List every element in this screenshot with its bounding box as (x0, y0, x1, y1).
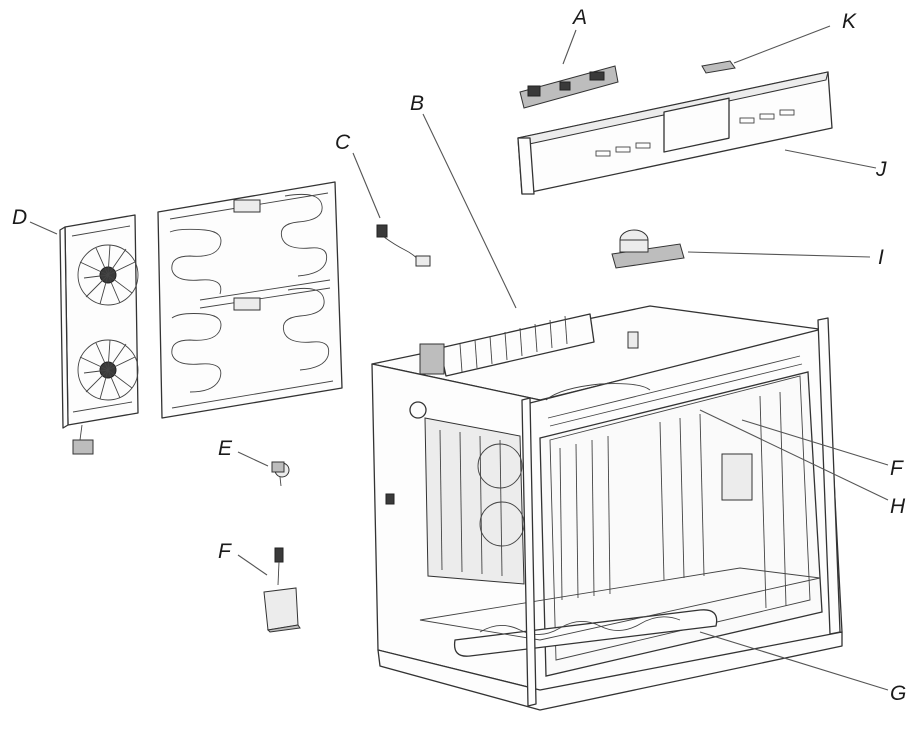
label-d: D (12, 206, 27, 229)
leader-h (699, 409, 889, 501)
part-k-small-board (701, 60, 736, 74)
part-c-wire-harness (376, 224, 431, 267)
fan-upper (77, 244, 139, 306)
part-i-cooling-motor (611, 229, 685, 269)
part-a-control-board (519, 65, 619, 109)
label-i: I (878, 246, 884, 269)
part-b-blower (419, 313, 639, 377)
label-a: A (571, 6, 587, 29)
leader-j (784, 149, 877, 169)
label-k: K (842, 10, 857, 33)
part-g-bake-element (453, 609, 718, 657)
leader-e (237, 451, 269, 467)
label-f-cavity: F (890, 457, 904, 480)
label-g: G (890, 682, 906, 705)
leader-b (422, 113, 517, 309)
leader-i (687, 251, 871, 258)
leader-c (352, 152, 381, 219)
part-e-sensor (271, 461, 290, 487)
part-h-broil-element (545, 355, 803, 427)
leader-g (699, 631, 889, 691)
fan-lower (77, 339, 139, 401)
label-e: E (218, 437, 233, 460)
callout-labels: A K B C D J I E F F H G (12, 6, 906, 705)
leader-f-small (237, 554, 268, 576)
leader-a (562, 29, 577, 65)
label-b: B (410, 92, 424, 115)
leader-f-cavity (741, 419, 889, 466)
part-f-relay-module (263, 547, 301, 633)
label-j: J (875, 158, 887, 181)
leader-lines (29, 25, 889, 691)
part-d-fan-assembly (59, 214, 139, 455)
leader-k (733, 25, 831, 64)
label-f-relay: F (218, 540, 232, 563)
rear-heating-element-panel (157, 181, 343, 419)
part-j-control-panel (517, 71, 833, 195)
oven-cavity (371, 305, 843, 711)
label-h: H (890, 495, 906, 518)
leader-d (29, 221, 58, 235)
label-c: C (335, 131, 351, 154)
